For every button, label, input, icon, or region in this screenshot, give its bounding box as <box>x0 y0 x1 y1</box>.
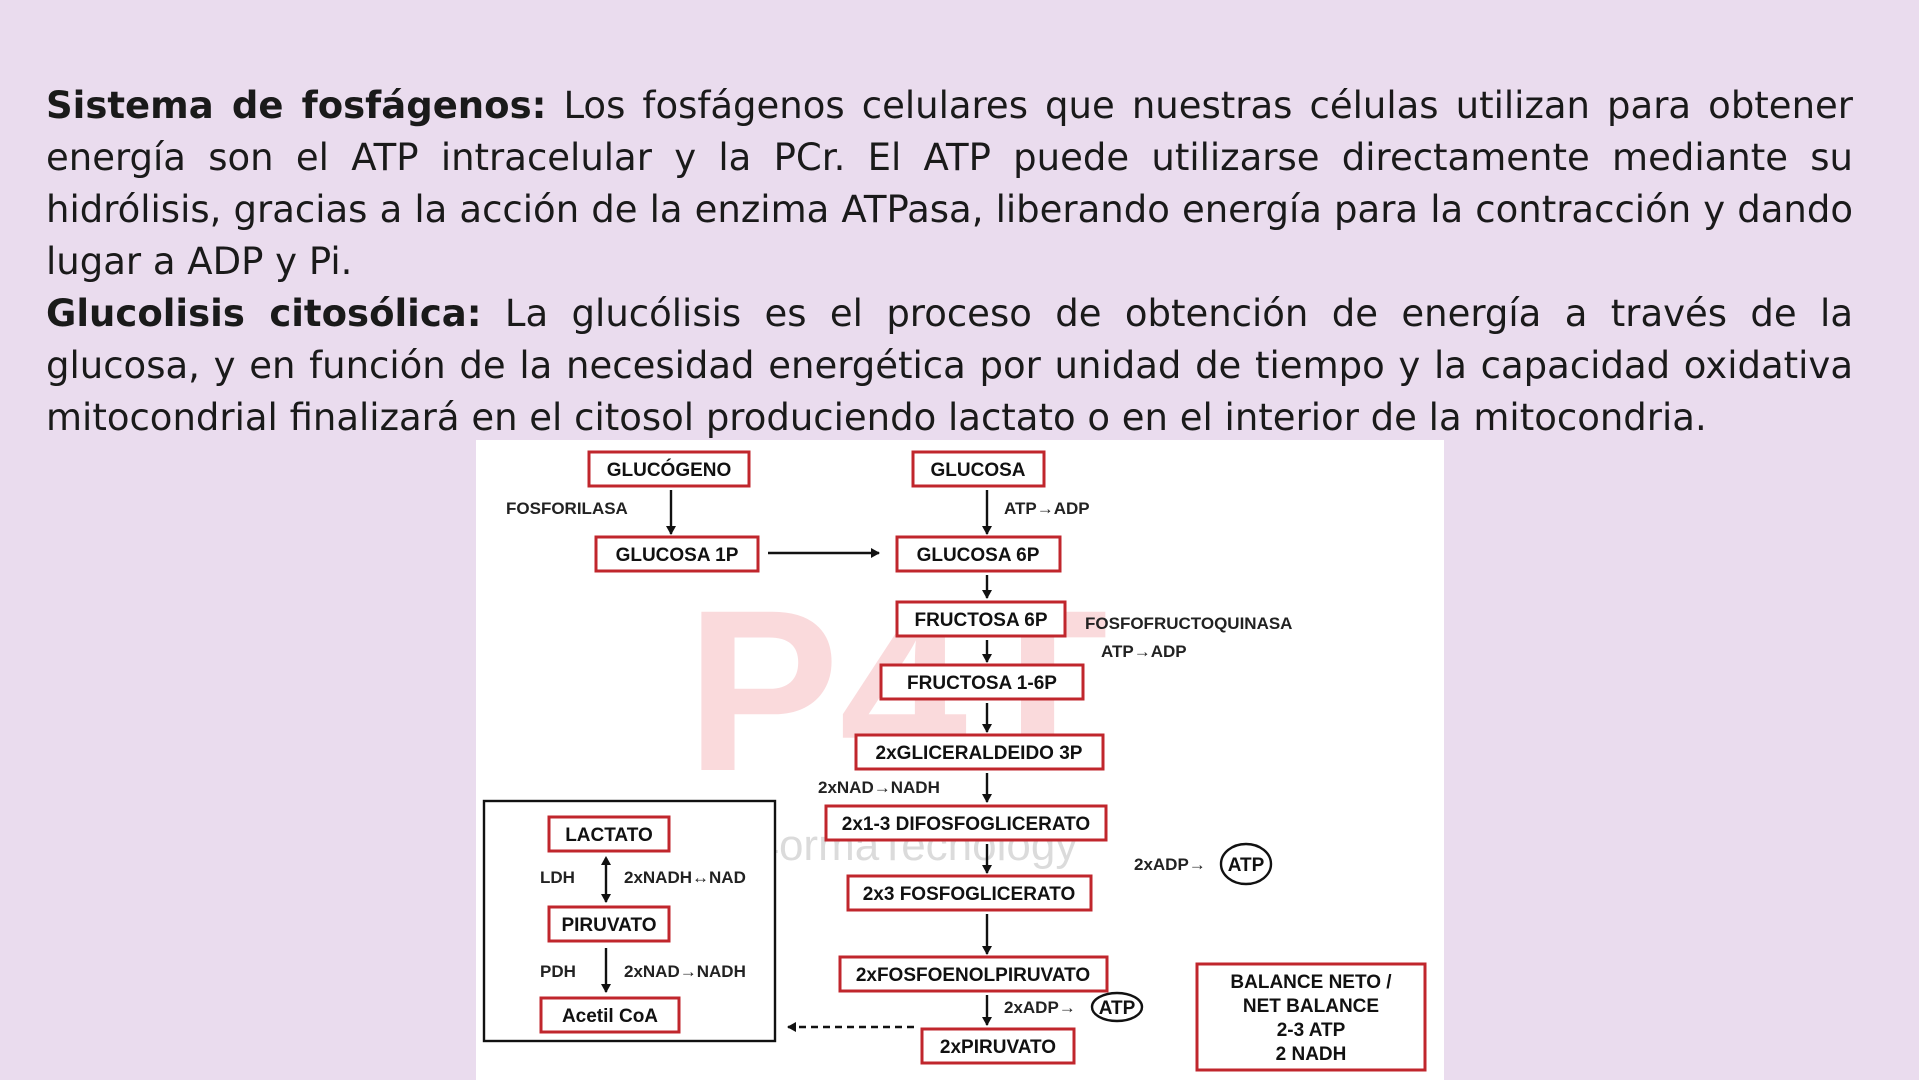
label-fosforilasa: FOSFORILASA <box>506 499 628 518</box>
node-gliceraldeido-box <box>854 733 1105 771</box>
node-fructosa16p: FRUCTOSA 1-6P <box>907 673 1057 694</box>
node-piruvato-box <box>547 905 671 943</box>
atp-circle-1 <box>1219 842 1273 886</box>
node-glucosa1p: GLUCOSA 1P <box>616 545 739 566</box>
node-glucosa-box <box>911 450 1046 488</box>
node-fosfoenolpiruvato: 2xFOSFOENOLPIRUVATO <box>856 965 1090 986</box>
node-piruvato: PIRUVATO <box>561 915 656 936</box>
label-atp-2: ATP <box>1099 998 1136 1019</box>
node-glucosa1p-box <box>594 535 760 573</box>
heading-fosfagenos: Sistema de fosfágenos: <box>46 84 547 127</box>
node-glucogeno-box <box>587 450 751 488</box>
node-acetilcoa-box <box>539 996 681 1034</box>
text-fosfagenos: Los fosfágenos celulares que nuestras cé… <box>46 84 1853 283</box>
label-atp-1: ATP <box>1228 855 1265 876</box>
node-lactato-box <box>547 815 671 853</box>
label-adp-1: 2xADP→ <box>1134 855 1206 874</box>
balance-line3: 2-3 ATP <box>1277 1020 1346 1041</box>
text-glucolisis: La glucólisis es el proceso de obtención… <box>46 292 1853 439</box>
node-fructosa6p: FRUCTOSA 6P <box>914 610 1047 631</box>
node-glucosa: GLUCOSA <box>931 460 1026 481</box>
node-glucosa6p-box <box>895 535 1062 573</box>
label-adp-2: 2xADP→ <box>1004 998 1076 1017</box>
balance-line2: NET BALANCE <box>1243 996 1379 1017</box>
paragraph-fosfagenos: Sistema de fosfágenos: Los fosfágenos ce… <box>46 80 1853 288</box>
label-atp-adp-2: ATP→ADP <box>1101 642 1187 661</box>
glycolysis-svg: P4T Per4ormaTecnology GLUCÓGENO FOSFORIL… <box>482 450 1427 1072</box>
label-ldh: LDH <box>540 868 575 887</box>
node-glucosa6p: GLUCOSA 6P <box>917 545 1040 566</box>
node-gliceraldeido: 2xGLICERALDEIDO 3P <box>876 743 1083 764</box>
node-difosfoglicerato-box <box>824 804 1108 842</box>
node-acetilcoa: Acetil CoA <box>562 1006 658 1027</box>
label-pdh: PDH <box>540 962 576 981</box>
balance-line1: BALANCE NETO / <box>1230 972 1392 993</box>
node-fosfoenolpiruvato-box <box>838 955 1109 993</box>
label-nadh-nad: 2xNADH↔NAD <box>624 868 746 887</box>
node-lactato: LACTATO <box>565 825 653 846</box>
label-fosfofructoquinasa: FOSFOFRUCTOQUINASA <box>1085 614 1292 633</box>
node-fructosa6p-box <box>895 600 1067 638</box>
node-glucogeno: GLUCÓGENO <box>607 459 732 481</box>
body-text: Sistema de fosfágenos: Los fosfágenos ce… <box>46 80 1853 444</box>
node-difosfoglicerato: 2x1-3 DIFOSFOGLICERATO <box>842 814 1090 835</box>
node-fosfoglicerato-box <box>846 874 1093 912</box>
label-nad-nadh: 2xNAD→NADH <box>818 778 940 797</box>
heading-glucolisis: Glucolisis citosólica: <box>46 292 482 335</box>
glycolysis-diagram: P4T Per4ormaTecnology GLUCÓGENO FOSFORIL… <box>476 440 1444 1080</box>
balance-box <box>1195 962 1427 1072</box>
label-nad-nadh-2: 2xNAD→NADH <box>624 962 746 981</box>
atp-circle-2 <box>1090 991 1144 1023</box>
balance-line4: 2 NADH <box>1276 1044 1347 1065</box>
node-fructosa16p-box <box>879 663 1085 701</box>
node-piruvato2x-box <box>920 1027 1076 1065</box>
paragraph-glucolisis: Glucolisis citosólica: La glucólisis es … <box>46 288 1853 444</box>
label-atp-adp-1: ATP→ADP <box>1004 499 1090 518</box>
node-piruvato2x: 2xPIRUVATO <box>940 1037 1056 1058</box>
node-fosfoglicerato: 2x3 FOSFOGLICERATO <box>863 884 1076 905</box>
